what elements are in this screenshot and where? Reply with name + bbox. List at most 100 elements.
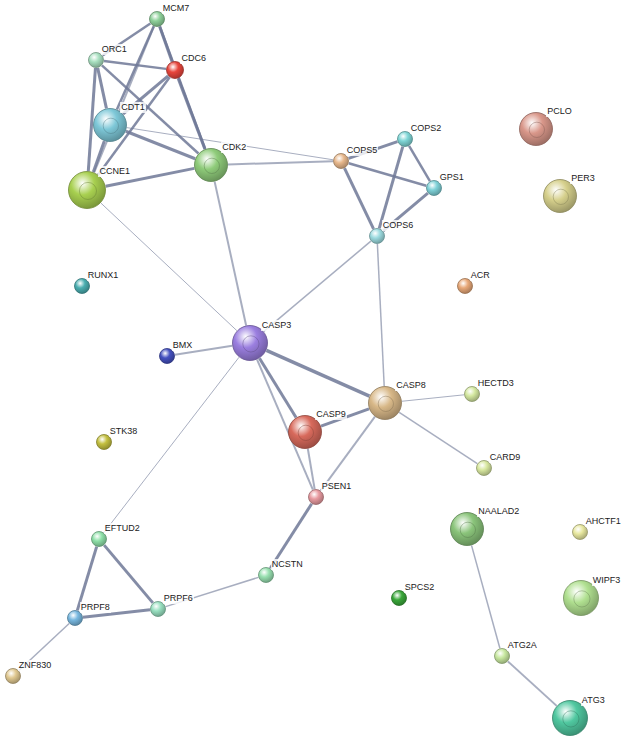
- interaction-edge: [104, 357, 239, 532]
- gene-label: BMX: [172, 340, 194, 351]
- gene-label: ORC1: [101, 44, 128, 55]
- protein-node: PRPF8: [67, 610, 83, 626]
- gene-label: CASP3: [261, 320, 293, 331]
- gene-label: CASP9: [315, 409, 347, 420]
- protein-node: ATG3: [552, 700, 588, 736]
- structure-glyph: [563, 711, 579, 727]
- protein-node: STK38: [96, 434, 112, 450]
- gene-label: GPS1: [439, 172, 465, 183]
- gene-label: PCLO: [546, 106, 573, 117]
- interaction-edge: [308, 449, 315, 489]
- protein-node: CDC6: [166, 61, 184, 79]
- node-circle: [233, 326, 268, 361]
- protein-node: COPS5: [333, 153, 349, 169]
- gene-label: EFTUD2: [104, 523, 141, 534]
- protein-node: GPS1: [426, 180, 442, 196]
- structure-glyph: [460, 522, 475, 537]
- interaction-edge: [94, 26, 154, 172]
- node-circle: [564, 581, 599, 616]
- gene-label: PRPF8: [80, 602, 111, 613]
- gene-label: SPCS2: [404, 582, 436, 593]
- gene-label: COPS6: [382, 220, 415, 231]
- gene-label: WIPF3: [592, 575, 622, 586]
- protein-node: ORC1: [88, 52, 104, 68]
- protein-node: ZNF830: [5, 668, 21, 684]
- structure-glyph: [298, 425, 313, 440]
- gene-label: PSEN1: [321, 481, 353, 492]
- gene-label: CDC6: [180, 53, 207, 64]
- node-circle: [553, 701, 588, 736]
- interaction-edge: [104, 545, 153, 603]
- gene-label: PRPF6: [163, 593, 194, 604]
- node-circle: [94, 109, 127, 142]
- protein-node: COPS2: [397, 131, 413, 147]
- interaction-edge: [399, 412, 477, 463]
- interaction-edge: [127, 128, 333, 160]
- protein-node: CCNE1: [68, 171, 106, 209]
- gene-label: PER3: [570, 173, 596, 184]
- protein-node: AHCTF1: [572, 524, 588, 540]
- protein-node: NAALAD2: [450, 512, 484, 546]
- gene-label: ATG2A: [507, 640, 538, 651]
- gene-label: CARD9: [489, 452, 522, 463]
- structure-glyph: [553, 189, 568, 204]
- interaction-edge: [101, 203, 237, 331]
- protein-node: ATG2A: [494, 648, 510, 664]
- interaction-edge: [377, 244, 384, 386]
- interaction-edge: [321, 417, 375, 491]
- gene-label: COPS5: [346, 145, 379, 156]
- interaction-edge: [126, 131, 195, 158]
- gene-label: AHCTF1: [585, 516, 622, 527]
- gene-label: RUNX1: [87, 270, 120, 281]
- interaction-edge: [472, 545, 500, 648]
- gene-label: NCSTN: [271, 559, 304, 570]
- node-circle: [544, 180, 577, 213]
- interaction-edge: [77, 547, 96, 611]
- interaction-edge: [178, 78, 205, 149]
- protein-node: COPS6: [369, 228, 385, 244]
- protein-node: CDK2: [194, 148, 228, 182]
- structure-glyph: [103, 118, 118, 133]
- structure-glyph: [378, 396, 393, 411]
- gene-label: NAALAD2: [477, 506, 520, 517]
- structure-glyph: [204, 158, 219, 173]
- interaction-edge: [264, 241, 371, 331]
- interaction-edge: [402, 395, 464, 401]
- gene-label: ZNF830: [18, 660, 53, 671]
- protein-node: MCM7: [149, 11, 165, 27]
- protein-node: PER3: [543, 179, 577, 213]
- interaction-edge: [228, 161, 333, 164]
- structure-glyph: [243, 336, 259, 352]
- gene-label: ATG3: [581, 695, 606, 706]
- protein-node: CASP9: [288, 415, 322, 449]
- interaction-edge: [160, 27, 205, 150]
- protein-node: CARD9: [476, 460, 492, 476]
- node-circle: [520, 113, 553, 146]
- gene-label: COPS2: [410, 123, 443, 134]
- gene-label: MCM7: [162, 3, 191, 14]
- protein-node: PRPF6: [150, 601, 166, 617]
- gene-label: CDK2: [221, 142, 247, 153]
- node-circle: [369, 387, 402, 420]
- interaction-edge: [508, 661, 557, 705]
- gene-label: CCNE1: [98, 166, 131, 177]
- node-circle: [195, 149, 228, 182]
- interaction-edge: [266, 350, 369, 396]
- interaction-edge: [409, 146, 430, 181]
- interaction-edge: [215, 182, 247, 326]
- protein-node: EFTUD2: [91, 531, 107, 547]
- interaction-edge: [98, 68, 107, 109]
- node-circle: [69, 172, 106, 209]
- structure-glyph: [529, 122, 544, 137]
- gene-label: CDT1: [120, 102, 146, 113]
- protein-node: SPCS2: [391, 590, 407, 606]
- gene-label: HECTD3: [477, 378, 515, 389]
- protein-node: BMX: [159, 348, 175, 364]
- gene-label: STK38: [109, 426, 139, 437]
- interaction-edge: [104, 61, 166, 69]
- protein-node: ACR: [457, 278, 473, 294]
- protein-node: CASP3: [232, 325, 268, 361]
- node-circle: [289, 416, 322, 449]
- structure-glyph: [574, 591, 590, 607]
